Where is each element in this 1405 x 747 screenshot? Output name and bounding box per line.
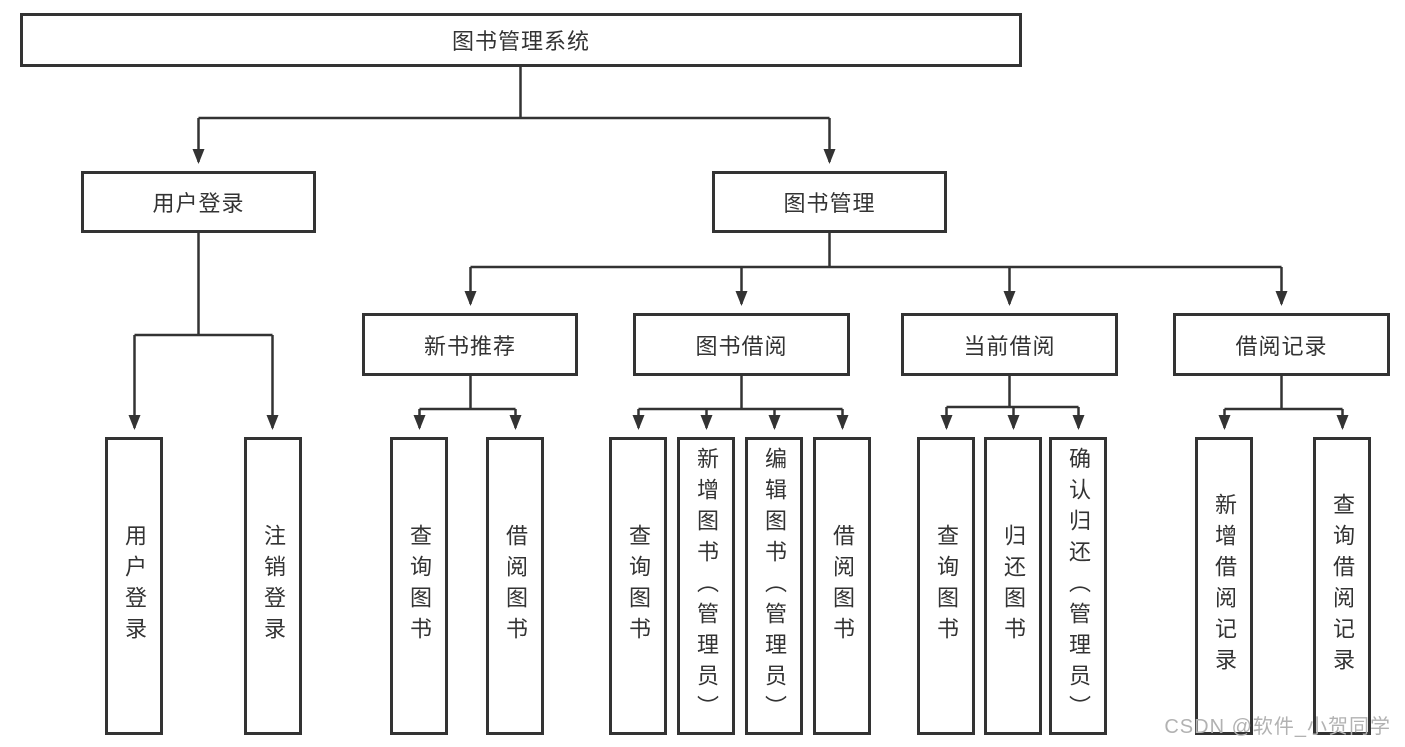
node-user-login-branch: 用户登录 <box>81 171 316 233</box>
node-leaf-borrow-books-2: 借阅图书 <box>813 437 871 735</box>
node-leaf-query-borrow-record: 查询借阅记录 <box>1313 437 1371 735</box>
node-leaf-query-books-2: 查询图书 <box>609 437 667 735</box>
node-leaf-query-books-1: 查询图书 <box>390 437 448 735</box>
node-leaf-logout: 注销登录 <box>244 437 302 735</box>
node-new-book-recommend: 新书推荐 <box>362 313 578 376</box>
node-current-borrowing: 当前借阅 <box>901 313 1118 376</box>
node-leaf-query-books-3: 查询图书 <box>917 437 975 735</box>
node-leaf-user-login: 用户登录 <box>105 437 163 735</box>
node-leaf-edit-book-admin: 编辑图书（管理员） <box>745 437 803 735</box>
node-system-root: 图书管理系统 <box>20 13 1022 67</box>
node-leaf-return-book: 归还图书 <box>984 437 1042 735</box>
node-leaf-add-borrow-record: 新增借阅记录 <box>1195 437 1253 735</box>
node-book-management-branch: 图书管理 <box>712 171 947 233</box>
csdn-watermark: CSDN @软件_小贺同学 <box>1164 716 1391 738</box>
node-book-borrowing: 图书借阅 <box>633 313 850 376</box>
node-leaf-add-book-admin: 新增图书（管理员） <box>677 437 735 735</box>
node-leaf-confirm-return-admin: 确认归还（管理员） <box>1049 437 1107 735</box>
node-leaf-borrow-books-1: 借阅图书 <box>486 437 544 735</box>
node-borrowing-records: 借阅记录 <box>1173 313 1390 376</box>
